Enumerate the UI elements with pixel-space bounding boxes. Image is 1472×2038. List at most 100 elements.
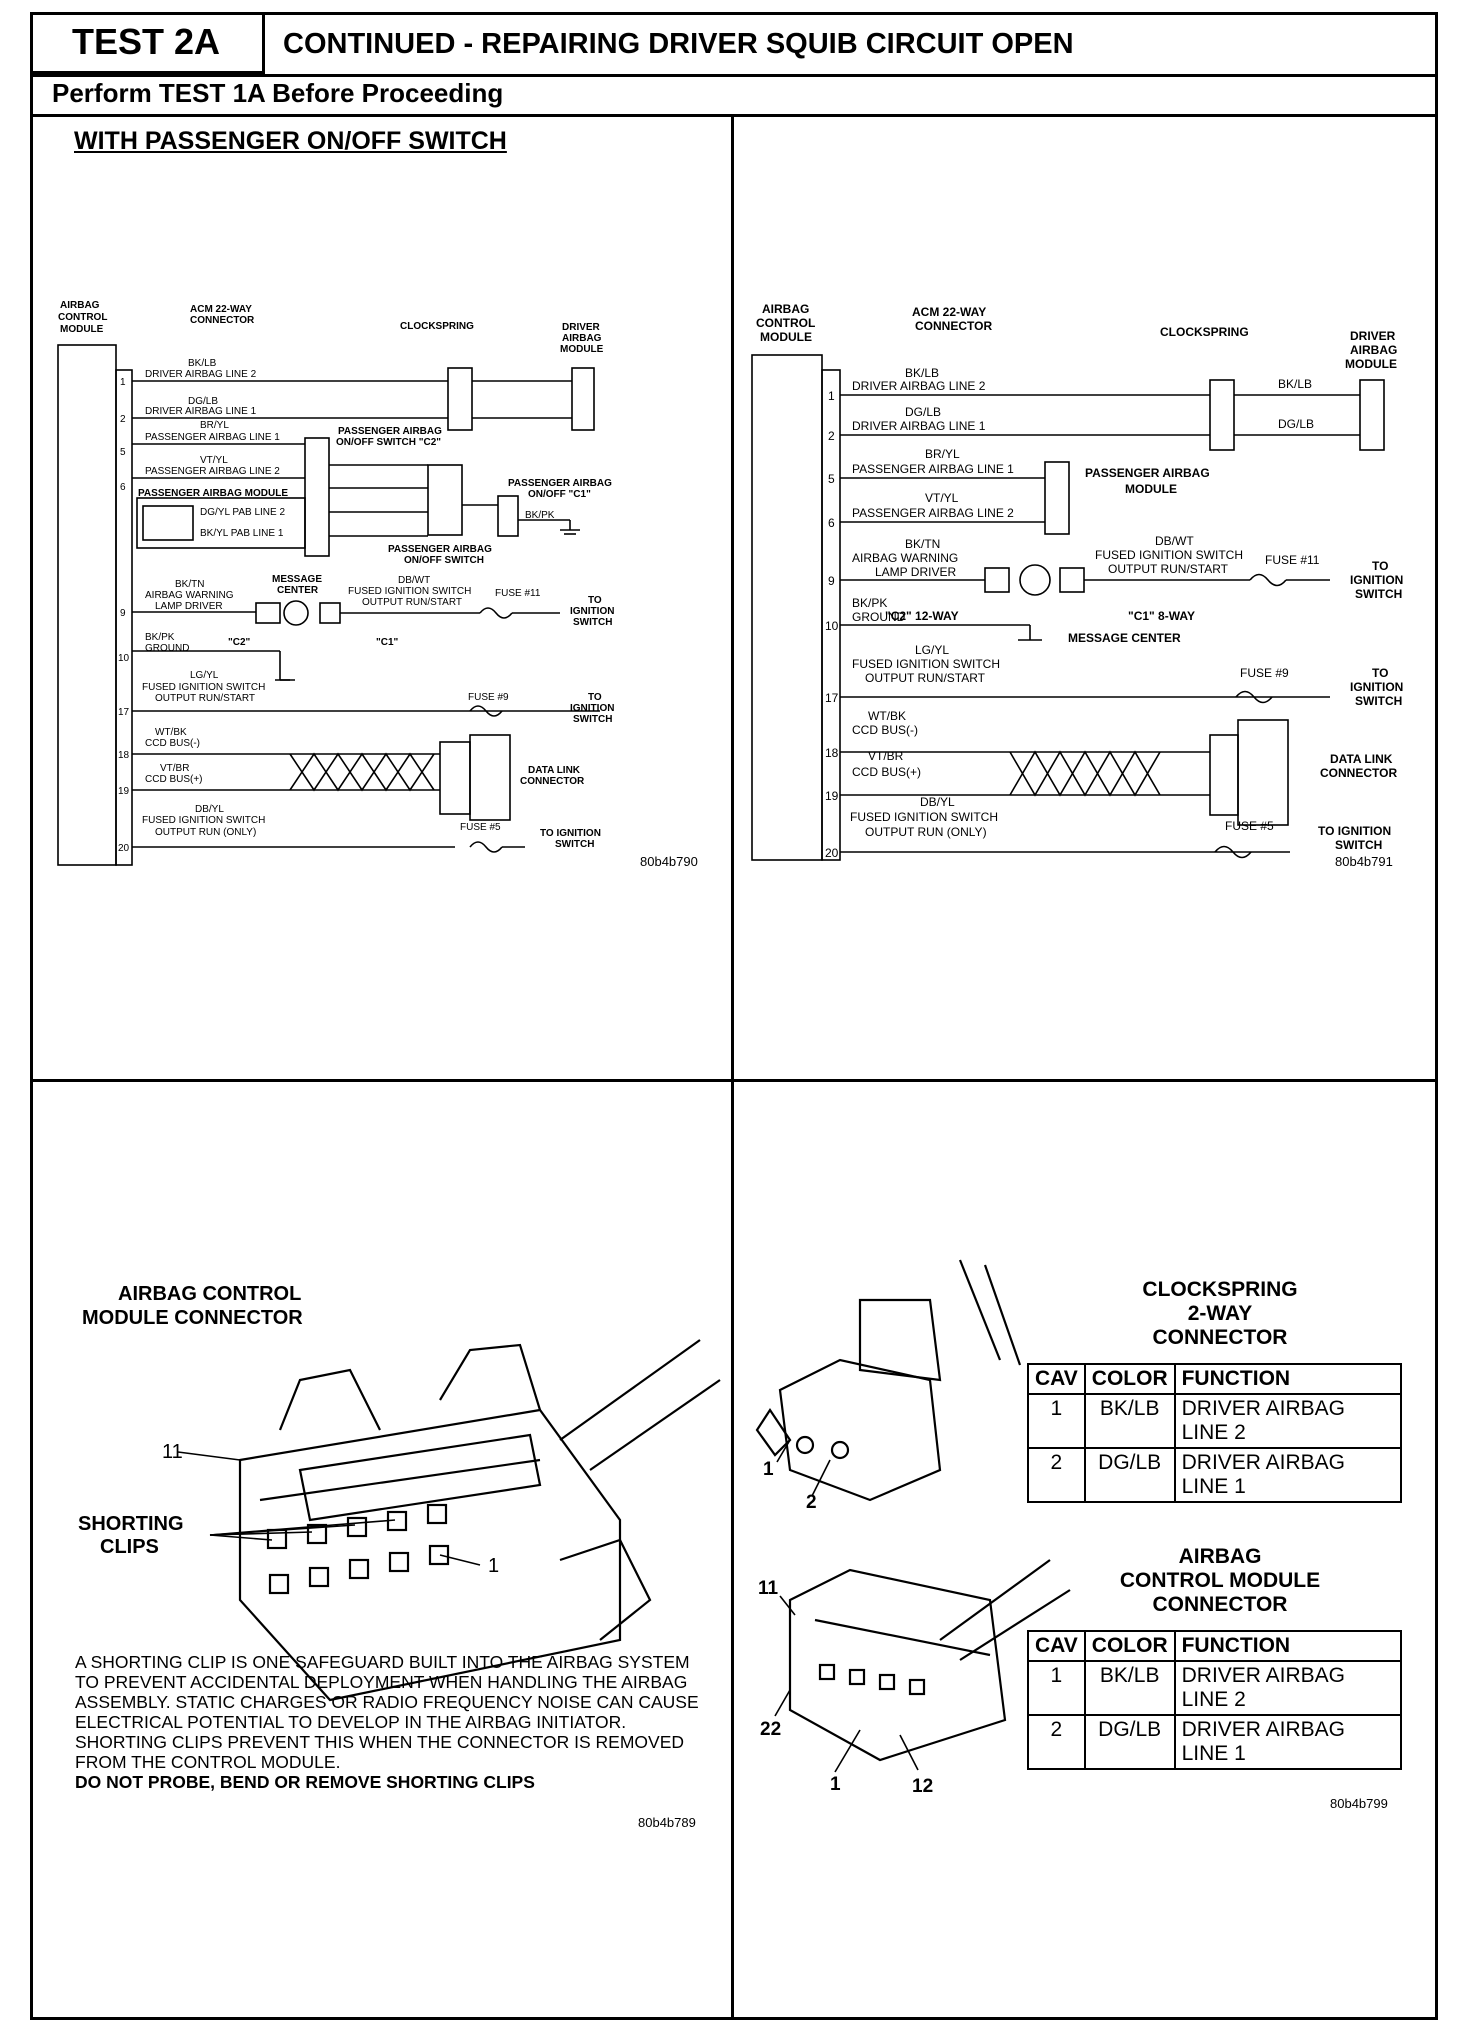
c1-label: "C1": [376, 637, 399, 648]
pin-number: 10: [825, 619, 839, 633]
divider: [30, 114, 1438, 117]
pin-number: 2: [828, 429, 835, 443]
module-label: AIRBAG: [762, 302, 809, 316]
switch-connector-c1: [497, 495, 519, 537]
acm-connector: [115, 369, 133, 866]
page-frame: [30, 12, 1438, 2020]
fuse-label: FUSE #11: [1265, 553, 1320, 567]
section-title: WITH PASSENGER ON/OFF SWITCH: [74, 127, 507, 155]
switch-connector-c2: [304, 437, 330, 557]
wire-function: CCD BUS(+): [145, 774, 203, 785]
wire-color: DB/YL: [195, 804, 224, 815]
pin-number: 9: [120, 608, 126, 619]
c2-label: "C2" 12-WAY: [885, 609, 959, 623]
col-header: FUNCTION: [1173, 1363, 1403, 1395]
connector-title: MODULE CONNECTOR: [82, 1307, 303, 1329]
data-link-label: CONNECTOR: [1320, 766, 1397, 780]
data-link-label: DATA LINK: [528, 765, 581, 776]
figure-ref: 80b4b791: [1335, 854, 1393, 869]
pin-number: 17: [825, 691, 839, 705]
col-header: CAV: [1027, 1363, 1086, 1395]
color-cell: DG/LB: [1083, 1714, 1176, 1770]
wire-function: CCD BUS(-): [852, 723, 918, 737]
divider: [30, 1079, 1438, 1082]
wire-color: BK/TN: [905, 537, 940, 551]
message-center-label: MESSAGE CENTER: [1068, 631, 1181, 645]
fuse-label: FUSE #9: [1240, 666, 1289, 680]
wire-function: OUTPUT RUN/START: [865, 671, 986, 685]
perform-note: Perform TEST 1A Before Proceeding: [52, 78, 504, 108]
ignition-wire-label: DB/WT: [398, 575, 430, 586]
title-line: 2-WAY: [1187, 1302, 1253, 1325]
color-cell: BK/LB: [1083, 1393, 1176, 1449]
shorting-clip-note: A SHORTING CLIP IS ONE SAFEGUARD BUILT I…: [75, 1652, 715, 1792]
fuse-label: FUSE #5: [460, 822, 501, 833]
connector-label: ACM 22-WAY: [912, 305, 986, 319]
wire-function: OUTPUT RUN (ONLY): [865, 825, 987, 839]
wire-function: AIRBAG WARNING: [145, 590, 234, 601]
c1-label: "C1" 8-WAY: [1128, 609, 1195, 623]
wire-function: PASSENGER AIRBAG LINE 1: [852, 462, 1014, 476]
fuse-label: FUSE #11: [495, 588, 541, 599]
test-id: TEST 2A: [30, 12, 265, 74]
wire-color: BK/PK: [852, 596, 887, 610]
wire-color: WT/BK: [155, 727, 187, 738]
pin-number: 9: [828, 574, 835, 588]
wire-function: DRIVER AIRBAG LINE 1: [852, 419, 986, 433]
module-label: MODULE: [760, 330, 812, 344]
clockspring-label: CLOCKSPRING: [1160, 325, 1249, 339]
wire-color: VT/YL: [925, 491, 959, 505]
pin-label: 1: [488, 1555, 499, 1577]
pin-number: 5: [120, 447, 126, 458]
pin-label: 12: [912, 1776, 933, 1797]
to-ignition-label: SWITCH: [555, 839, 594, 850]
function-cell: DRIVER AIRBAG LINE 1: [1173, 1447, 1403, 1503]
connector-title: AIRBAG CONTROL: [118, 1283, 301, 1305]
pab-module-label: PASSENGER AIRBAG: [1085, 466, 1210, 480]
color-cell: BK/LB: [1083, 1660, 1176, 1716]
pin-label: 2: [806, 1492, 817, 1513]
function-cell: DRIVER AIRBAG LINE 2: [1173, 1660, 1403, 1716]
ground-wire-label: BK/PK: [525, 510, 555, 521]
fuse-label: FUSE #9: [468, 692, 509, 703]
switch-c1-label: ON/OFF "C1": [528, 489, 591, 500]
wire-color: BK/LB: [1278, 377, 1312, 391]
wire-color: VT/YL: [200, 455, 228, 466]
title-line: CONTROL MODULE: [1119, 1569, 1321, 1592]
airbag-control-module-right: [751, 354, 823, 861]
wire-function: FUSED IGNITION SWITCH: [850, 810, 998, 824]
driver-module-label: MODULE: [1345, 357, 1397, 371]
wire-function: DRIVER AIRBAG LINE 2: [145, 369, 257, 380]
col-header: FUNCTION: [1173, 1630, 1403, 1662]
function-cell: DRIVER AIRBAG LINE 1: [1173, 1714, 1403, 1770]
to-ignition-label: IGNITION: [570, 606, 614, 617]
to-ignition-label: SWITCH: [1355, 587, 1402, 601]
wire-color: BR/YL: [200, 420, 229, 431]
pin-number: 18: [825, 746, 839, 760]
fuse-label: FUSE #5: [1225, 819, 1274, 833]
wire-function: LAMP DRIVER: [155, 601, 223, 612]
module-label: CONTROL: [58, 312, 107, 323]
wire-color: DG/LB: [1278, 417, 1314, 431]
shorting-clips-label: CLIPS: [100, 1536, 159, 1558]
wire-color: BK/LB: [905, 366, 939, 380]
switch-c1-label: PASSENGER AIRBAG: [508, 478, 612, 489]
wire-color: BK/TN: [175, 579, 204, 590]
message-center-label: CENTER: [277, 585, 319, 596]
pin-label: 11: [162, 1441, 183, 1463]
pin-number: 2: [120, 414, 126, 425]
wire-color: BR/YL: [925, 447, 960, 461]
wire-function: FUSED IGNITION SWITCH: [142, 682, 265, 693]
ignition-wire-label: OUTPUT RUN/START: [1108, 562, 1229, 576]
wire-function: AIRBAG WARNING: [852, 551, 958, 565]
driver-airbag-module: [571, 367, 595, 431]
wire-function: DRIVER AIRBAG LINE 1: [145, 406, 257, 417]
to-ignition-label: SWITCH: [573, 714, 612, 725]
ignition-wire-label: OUTPUT RUN/START: [362, 597, 462, 608]
pin-number: 17: [118, 707, 130, 718]
color-cell: DG/LB: [1083, 1447, 1176, 1503]
switch-body-label: ON/OFF SWITCH: [404, 555, 484, 566]
to-ignition-label: TO: [1372, 559, 1388, 573]
pin-number: 6: [120, 482, 126, 493]
